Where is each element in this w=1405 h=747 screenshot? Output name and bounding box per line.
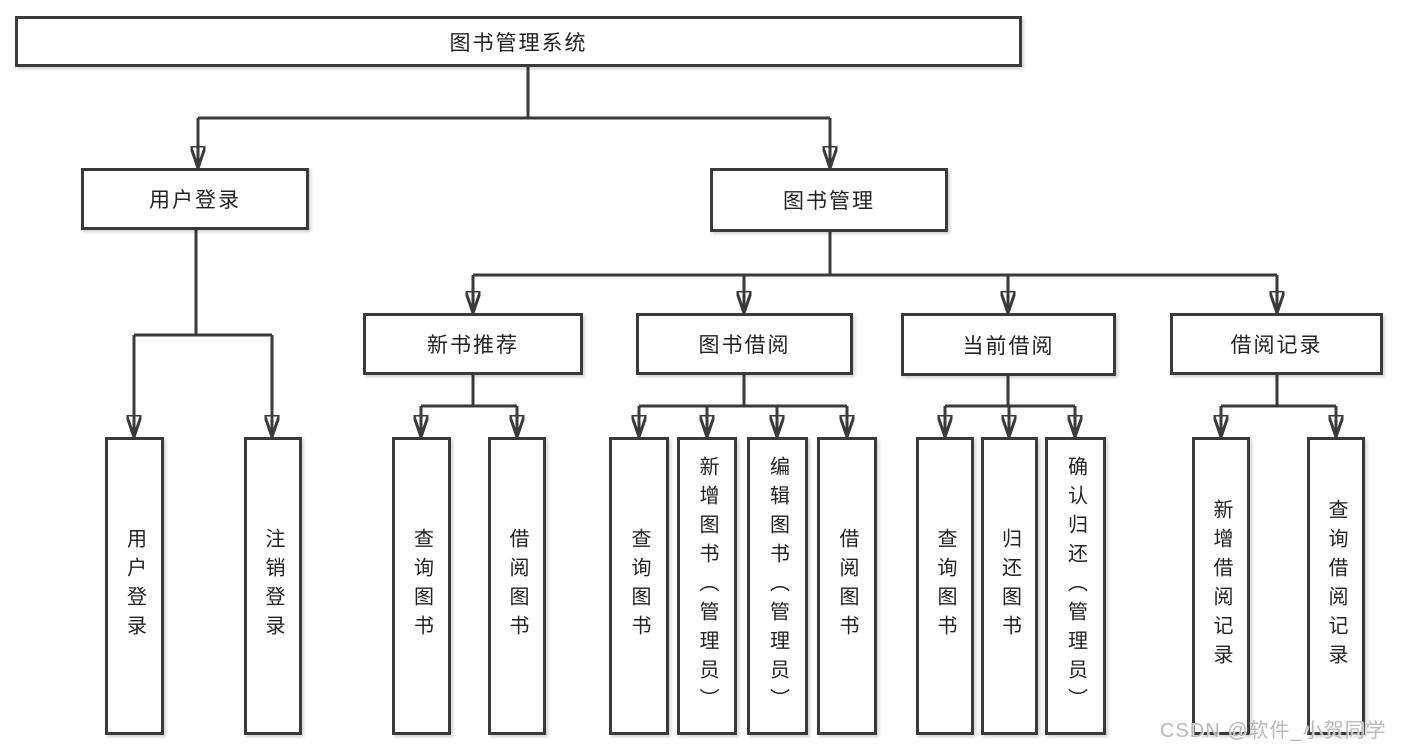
node-book-borrow: 图书借阅 [636, 313, 853, 375]
leaf-borrow-books-recommend: 借阅图书 [488, 437, 546, 735]
leaf-confirm-return-admin-label: 确认归还（管理员） [1064, 455, 1087, 717]
leaf-add-borrow-record-label: 新增借阅记录 [1210, 499, 1232, 673]
node-root-label: 图书管理系统 [449, 31, 588, 55]
leaf-add-book-admin: 新增图书（管理员） [677, 437, 737, 735]
node-borrow-records: 借阅记录 [1170, 313, 1383, 375]
node-book-management: 图书管理 [710, 168, 948, 232]
node-book-management-label: 图书管理 [783, 190, 875, 213]
leaf-query-borrow-record: 查询借阅记录 [1307, 437, 1365, 735]
leaf-query-books-current-label: 查询图书 [934, 528, 956, 644]
leaf-query-borrow-record-label: 查询借阅记录 [1325, 499, 1347, 673]
leaf-borrow-books-borrow-label: 借阅图书 [836, 528, 858, 644]
leaf-add-book-admin-label: 新增图书（管理员） [696, 455, 718, 717]
leaf-confirm-return-admin: 确认归还（管理员） [1045, 437, 1106, 735]
leaf-edit-book-admin: 编辑图书（管理员） [747, 437, 808, 735]
leaf-return-book: 归还图书 [981, 437, 1038, 735]
leaf-query-books-borrow-label: 查询图书 [628, 528, 650, 644]
leaf-query-books-recommend-label: 查询图书 [410, 528, 433, 644]
leaf-user-login-label: 用户登录 [123, 528, 146, 644]
watermark-text: CSDN @软件_小贺同学 [1160, 720, 1387, 742]
node-current-borrow: 当前借阅 [901, 313, 1116, 376]
leaf-logout: 注销登录 [244, 437, 302, 735]
leaf-borrow-books-borrow: 借阅图书 [817, 437, 877, 735]
node-new-book-recommend-label: 新书推荐 [427, 334, 519, 357]
node-user-login-label: 用户登录 [149, 189, 241, 212]
node-new-book-recommend: 新书推荐 [363, 313, 583, 375]
node-user-login: 用户登录 [81, 168, 309, 230]
leaf-return-book-label: 归还图书 [998, 528, 1021, 644]
leaf-edit-book-admin-label: 编辑图书（管理员） [766, 455, 789, 717]
node-book-borrow-label: 图书借阅 [698, 334, 791, 357]
leaf-add-borrow-record: 新增借阅记录 [1192, 437, 1250, 735]
leaf-query-books-recommend: 查询图书 [392, 437, 451, 735]
node-current-borrow-label: 当前借阅 [962, 334, 1055, 358]
leaf-user-login: 用户登录 [105, 437, 164, 735]
leaf-borrow-books-recommend-label: 借阅图书 [506, 528, 528, 644]
leaf-query-books-current: 查询图书 [916, 437, 974, 735]
node-root: 图书管理系统 [15, 16, 1022, 67]
leaf-query-books-borrow: 查询图书 [609, 437, 669, 735]
node-borrow-records-label: 借阅记录 [1230, 334, 1323, 357]
leaf-logout-label: 注销登录 [262, 528, 284, 644]
